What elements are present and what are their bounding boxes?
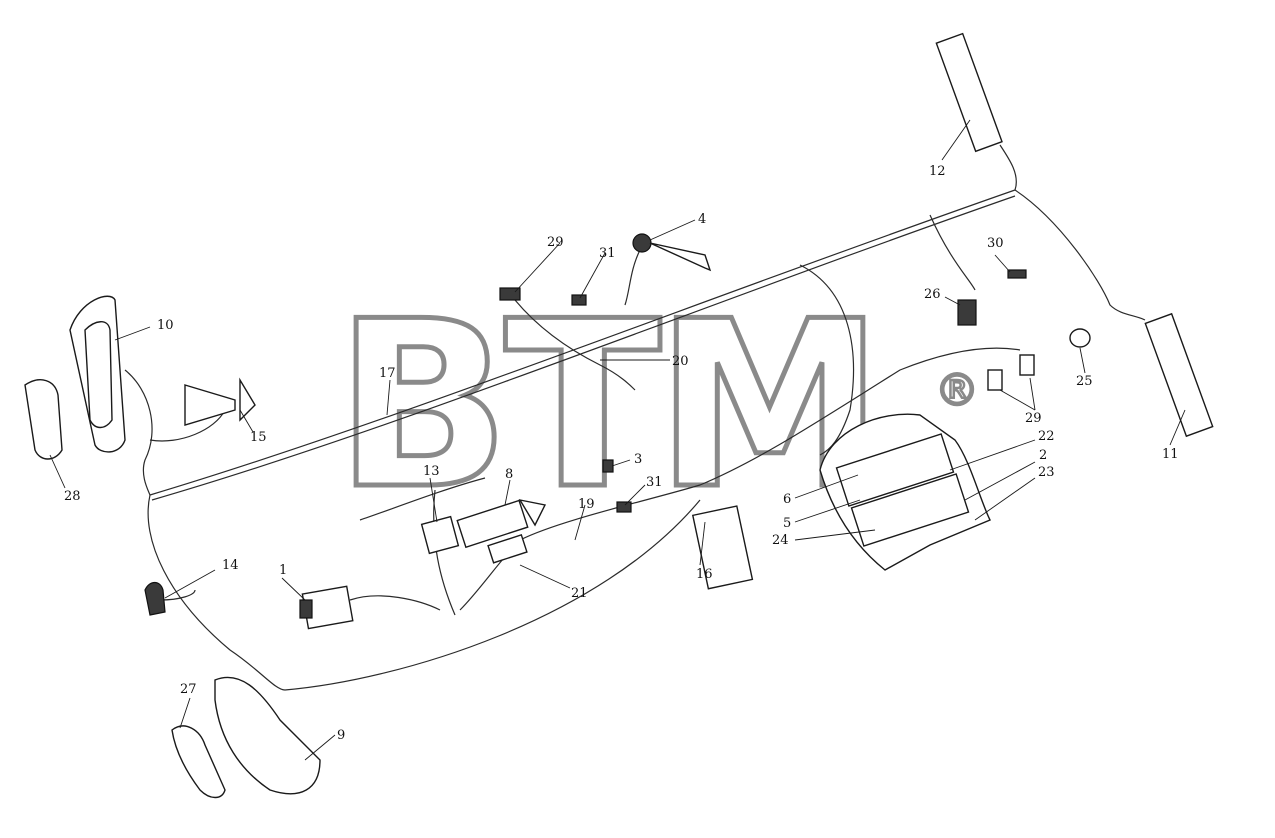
callout-10: 10: [157, 318, 174, 333]
callout-22: 22: [1038, 429, 1055, 444]
callout-13: 13: [423, 464, 440, 479]
mid-right-wire: [929, 214, 976, 291]
callout-19: 19: [578, 497, 595, 512]
callout-24: 24: [772, 533, 789, 548]
callout-1: 1: [279, 563, 287, 578]
callout-29-b: 29: [1025, 411, 1042, 426]
part-12-lamp-bar: [935, 32, 1003, 153]
callout-3: 3: [634, 452, 642, 467]
callout-labels: 1 2 3 4 5 6 8 9 10 11 12 13 14 15 16 17 …: [64, 164, 1179, 743]
callout-12: 12: [929, 164, 946, 179]
callout-28: 28: [64, 489, 81, 504]
callout-15: 15: [250, 430, 267, 445]
part-29-connector-a: [499, 287, 521, 301]
callout-11: 11: [1162, 447, 1179, 462]
callout-20: 20: [672, 354, 689, 369]
part-25-buzzer: [1069, 328, 1091, 348]
part-4-sensor: [632, 233, 712, 272]
callout-30: 30: [987, 236, 1004, 251]
part-17-cable: [359, 477, 486, 521]
bottom-wire: [284, 499, 701, 691]
part-15-horn: [184, 377, 256, 426]
part-batteries: [819, 413, 991, 571]
harness-wires: [124, 144, 1146, 691]
part-14-connector: [144, 581, 166, 616]
wire-14: [159, 589, 196, 601]
part-1-relay-box: [299, 585, 354, 630]
part-3-connector: [602, 459, 614, 473]
part-26-connectors: [957, 299, 977, 326]
callout-27: 27: [180, 682, 197, 697]
callout-14: 14: [222, 558, 239, 573]
part-29-connector-b: [987, 354, 1035, 391]
part-16-control-unit: [691, 505, 754, 590]
callout-31-b: 31: [646, 475, 663, 490]
left-vertical-wire: [147, 494, 286, 691]
wire-4: [624, 249, 641, 306]
part-8-starter: [456, 499, 547, 564]
main-trunk-wire: [149, 189, 1016, 496]
callout-9: 9: [337, 728, 345, 743]
part-10-headlamp: [69, 295, 126, 453]
leader-lines: [49, 119, 1186, 761]
part-30-sensor: [1007, 269, 1027, 279]
callout-6: 6: [783, 492, 791, 507]
part-13-switch: [420, 515, 460, 555]
part-11-lamp-bar: [1144, 312, 1214, 438]
wire-1: [349, 595, 441, 611]
watermark-registered-mark: ®: [935, 365, 979, 416]
callout-4: 4: [698, 212, 706, 227]
part-27-foglamp: [171, 725, 226, 799]
wire-20: [514, 299, 636, 391]
right-loop-wire: [1014, 189, 1146, 321]
callout-25: 25: [1076, 374, 1093, 389]
part-31-connector-a: [571, 294, 587, 306]
switch-wire-13: [433, 489, 456, 616]
callout-26: 26: [924, 287, 941, 302]
part-9-headlamp: [214, 676, 321, 795]
horn-wire: [149, 409, 226, 442]
callout-21: 21: [571, 586, 588, 601]
callout-16: 16: [696, 567, 713, 582]
left-upper-wire: [124, 369, 153, 496]
top-right-wire: [999, 144, 1017, 191]
callout-31-a: 31: [599, 246, 616, 261]
main-trunk-wire-2: [151, 195, 1016, 501]
callout-2: 2: [1039, 448, 1047, 463]
part-28-foglamp: [24, 379, 63, 460]
callout-23: 23: [1038, 465, 1055, 480]
callout-17: 17: [379, 366, 396, 381]
callout-29-a: 29: [547, 235, 564, 250]
callout-8: 8: [505, 467, 513, 482]
part-31-connector-b: [616, 501, 632, 513]
callout-5: 5: [783, 516, 791, 531]
